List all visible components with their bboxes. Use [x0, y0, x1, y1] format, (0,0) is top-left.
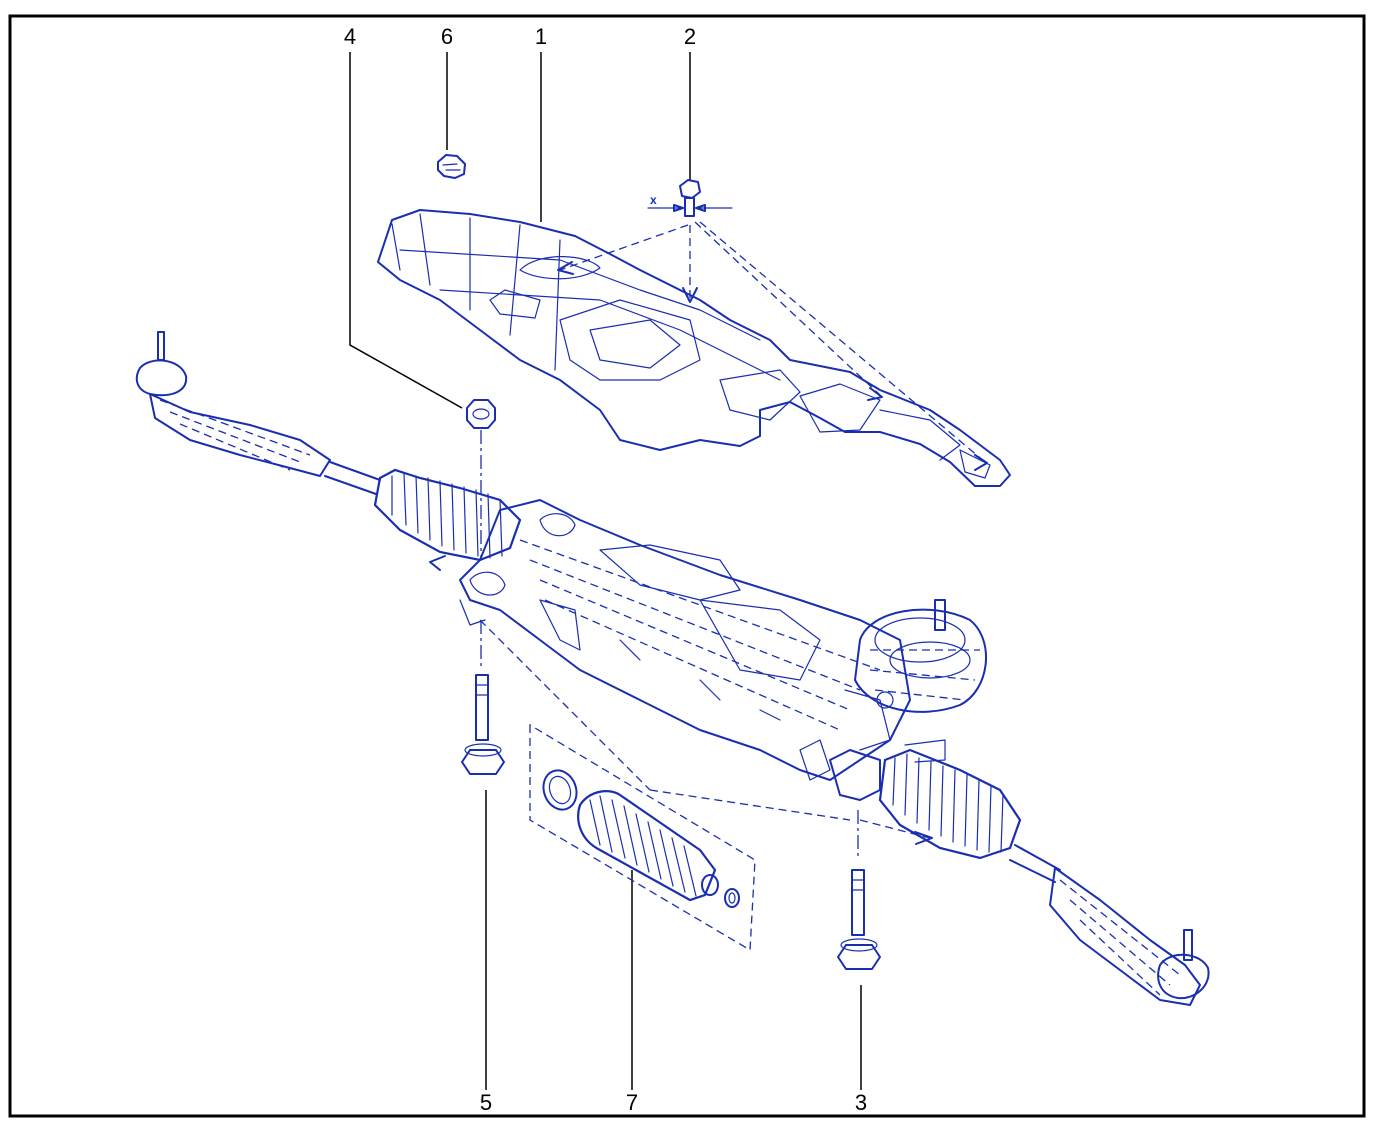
electric-motor	[844, 599, 987, 751]
callout-5: 5	[480, 1090, 492, 1115]
leader-lines	[349, 52, 862, 1090]
left-bellows	[373, 468, 522, 562]
diagram-frame	[8, 14, 1366, 1118]
steering-rack-assembly	[135, 331, 1210, 1006]
callout-3: 3	[855, 1090, 867, 1115]
heat-shield-part-1	[377, 209, 1011, 487]
right-bellows	[878, 748, 1022, 860]
nut-part-4	[466, 399, 496, 560]
bolt-part-2: x	[647, 179, 733, 217]
clip-part-6	[437, 154, 466, 179]
dimension-x-label: x	[650, 193, 657, 207]
callout-7: 7	[626, 1090, 638, 1115]
callout-2: 2	[684, 24, 696, 49]
bolt-part-5	[461, 620, 505, 775]
boot-kit-part-7	[529, 723, 756, 952]
callout-6: 6	[441, 24, 453, 49]
callout-1: 1	[535, 24, 547, 49]
callout-4: 4	[344, 24, 356, 49]
bolt-part-3	[837, 810, 881, 970]
